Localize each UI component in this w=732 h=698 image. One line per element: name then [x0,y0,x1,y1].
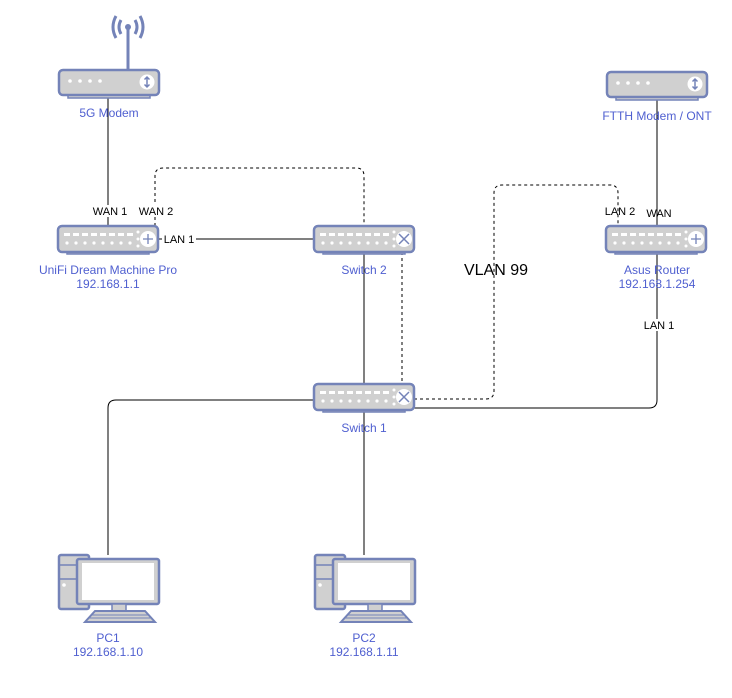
device-switch-1[interactable]: Switch 1 [312,382,416,435]
device-label: FTTH Modem / ONT [602,109,712,123]
link-asus-switch1[interactable] [414,252,658,409]
link-udm-wan2-switch2[interactable] [154,167,365,226]
device-label: 5G Modem [79,106,138,120]
port-label-wan1: WAN 1 [93,206,127,218]
antenna-icon [111,15,145,70]
modem-icon [605,70,709,102]
switch-icon [312,382,416,414]
device-label: PC2 [352,631,376,645]
pc-icon [313,553,417,624]
device-label: PC1 [96,631,120,645]
device-ip: 192.168.1.11 [329,645,399,659]
router-icon [604,224,708,256]
link-vlan99[interactable] [414,184,619,400]
device-switch-2[interactable]: Switch 2 [312,224,416,277]
port-label-wan2: WAN 2 [139,206,173,218]
device-label: Asus Router [624,263,690,277]
device-ftth-modem[interactable]: FTTH Modem / ONT [602,70,712,123]
port-label-asus-wan: WAN [646,208,671,220]
device-5g-modem[interactable]: 5G Modem [57,15,161,120]
device-ip: 192.168.1.254 [619,277,696,291]
device-ip: 192.168.1.1 [76,277,140,291]
device-ip: 192.168.1.10 [73,645,143,659]
link-switch1-pc1[interactable] [107,399,314,555]
port-label-asus-lan2: LAN 2 [605,206,636,218]
port-label-lan1: LAN 1 [164,234,195,246]
device-label: UniFi Dream Machine Pro [39,263,177,277]
device-pc2[interactable]: PC2 192.168.1.11 [313,553,417,659]
switch-icon [312,224,416,256]
device-label: Switch 2 [341,263,387,277]
device-pc1[interactable]: PC1 192.168.1.10 [57,553,161,659]
device-label: Switch 1 [341,421,387,435]
pc-icon [57,553,161,624]
vlan-label: VLAN 99 [464,262,528,279]
device-udm-pro[interactable]: UniFi Dream Machine Pro 192.168.1.1 [39,224,177,291]
wireless-modem-icon [57,68,161,100]
port-label-asus-lan1: LAN 1 [644,320,675,332]
device-asus-router[interactable]: Asus Router 192.168.1.254 [604,224,708,291]
router-icon [56,224,160,256]
